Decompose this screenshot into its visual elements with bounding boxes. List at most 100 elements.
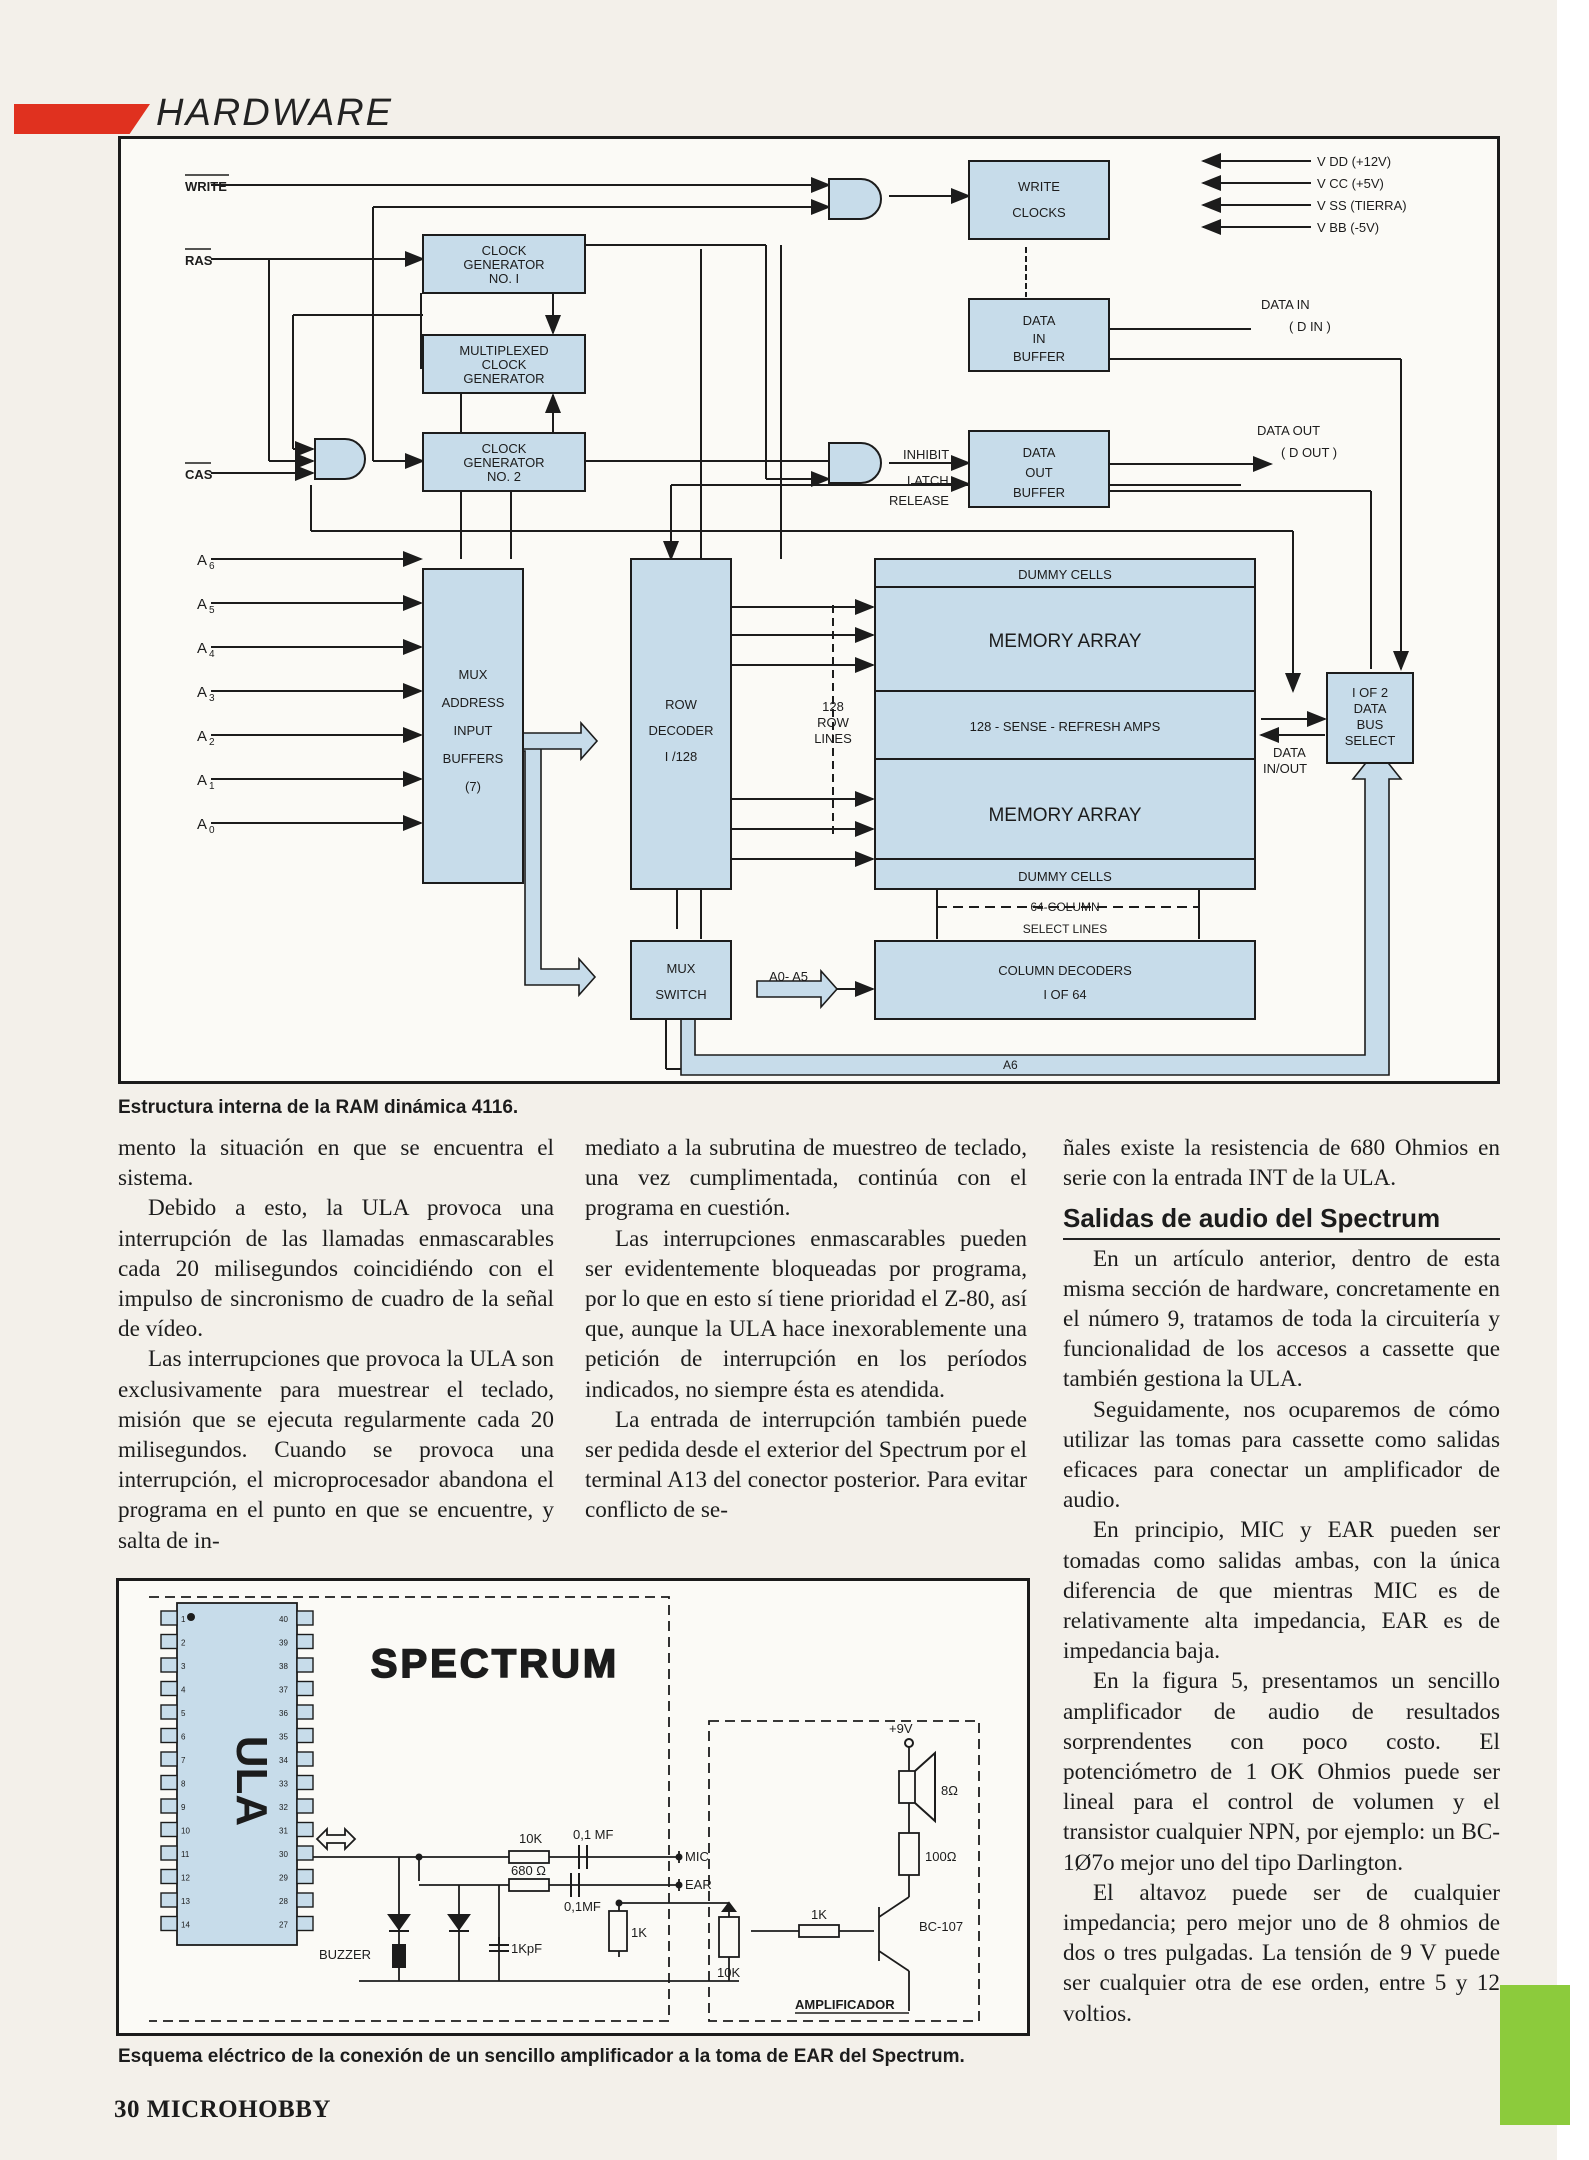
inhibit-and-gate: [828, 442, 882, 484]
bus-line3: BUS: [1357, 717, 1384, 732]
ula-pin: [160, 1633, 178, 1650]
ula-pin: [296, 1892, 314, 1908]
col1-paragraph: mento la situación en que se encuentra e…: [118, 1135, 554, 1192]
a0-a5-label: A0- A5: [769, 969, 808, 984]
memory-top-label: MEMORY ARRAY: [988, 631, 1141, 652]
sense-amps-label: 128 - SENSE - REFRESH AMPS: [970, 719, 1161, 734]
ula-pin-number: 29: [279, 1874, 288, 1883]
cas-signal-label: CAS: [185, 467, 213, 482]
address-a6-label: A: [197, 552, 207, 569]
wc-line2: CLOCKS: [1012, 205, 1066, 220]
mab-line4: BUFFERS: [443, 751, 504, 766]
cg1-line3: NO. I: [489, 271, 519, 286]
label-1kpf: 1KpF: [511, 1941, 542, 1956]
col3-intro: ñales existe la resistencia de 680 Ohmio…: [1063, 1135, 1500, 1192]
address-a0-label: A: [197, 816, 207, 833]
label-1k-b: 1K: [811, 1907, 827, 1922]
text-column-2: mediato a la subrutina de muestreo de te…: [585, 1133, 1027, 1526]
label-9v: +9V: [889, 1721, 913, 1736]
rd-line3: I /128: [665, 749, 698, 764]
address-a5-sub: 5: [209, 605, 215, 616]
bus-line2: DATA: [1354, 701, 1387, 716]
bus-line1: I OF 2: [1352, 685, 1388, 700]
address-a0-sub: 0: [209, 825, 215, 836]
ula-pin: [160, 1657, 178, 1673]
column-decoders-block: [874, 940, 1256, 1020]
dob-line2: OUT: [1025, 465, 1053, 480]
d-in-label: ( D IN ): [1289, 319, 1331, 334]
rl-line2: ROW: [817, 715, 850, 730]
page-number: 30: [114, 2096, 140, 2123]
label-8ohm: 8Ω: [941, 1783, 958, 1798]
clock-generator-2-block: [422, 432, 586, 492]
ula-pin: [296, 1915, 314, 1932]
ula-pin-number: 10: [181, 1827, 190, 1836]
ula-pin: [160, 1774, 178, 1791]
ula-pin: [296, 1751, 314, 1767]
ula-pin-number: 5: [181, 1709, 186, 1718]
label-c01b: 0,1MF: [564, 1899, 601, 1914]
power-vdd: V DD (+12V): [1317, 154, 1391, 169]
ula-pin: [296, 1727, 314, 1744]
ula-pin-number: 36: [279, 1709, 288, 1718]
write-and-gate: [828, 178, 882, 220]
ula-pin: [160, 1845, 178, 1861]
page-footer: 30 MICROHOBBY: [114, 2096, 331, 2124]
dob-line3: BUFFER: [1013, 485, 1065, 500]
ula-pin: [296, 1657, 314, 1673]
muxsw-line2: SWITCH: [655, 987, 706, 1002]
rl-line3: LINES: [814, 731, 852, 746]
col2-paragraph: mediato a la subrutina de muestreo de te…: [585, 1135, 1027, 1222]
power-vss: V SS (TIERRA): [1317, 198, 1407, 213]
ula-pin-number: 35: [279, 1733, 288, 1742]
ula-pin-number: 28: [279, 1897, 288, 1906]
ula-pin-number: 40: [279, 1615, 288, 1624]
label-buzzer: BUZZER: [319, 1947, 371, 1962]
cg2-line3: NO. 2: [487, 469, 521, 484]
cg2-line2: GENERATOR: [463, 455, 544, 470]
write-clocks-block: [968, 160, 1110, 240]
ula-pin: [160, 1727, 178, 1744]
col1-paragraph: Debido a esto, la ULA provoca una interr…: [118, 1195, 554, 1343]
ula-pin-number: 11: [181, 1850, 190, 1859]
resistor-1k-b: [798, 1924, 840, 1938]
ula-pin-number: 37: [279, 1686, 288, 1695]
rd-line1: ROW: [665, 697, 698, 712]
mux-switch-block: [630, 940, 732, 1020]
ula-pin: [296, 1798, 314, 1814]
address-a4-label: A: [197, 640, 207, 657]
bus-select-block: [1326, 672, 1414, 764]
dummy-bottom-label: DUMMY CELLS: [1018, 869, 1112, 884]
magazine-name: MICROHOBBY: [146, 2096, 331, 2123]
col3-paragraph: En principio, MIC y EAR pueden ser tomad…: [1063, 1517, 1500, 1665]
ula-pin-number: 30: [279, 1850, 288, 1859]
label-mic: MIC: [685, 1849, 709, 1864]
wc-line1: WRITE: [1018, 179, 1060, 194]
page-edge: [1557, 0, 1589, 2160]
resistor-680: [508, 1878, 550, 1892]
col3-paragraph: El altavoz puede ser de cualquier impeda…: [1063, 1879, 1500, 2027]
ula-pin-number: 32: [279, 1803, 288, 1812]
mab-line3: INPUT: [454, 723, 493, 738]
ula-pin-number: 6: [181, 1733, 186, 1742]
ula-pin: [296, 1610, 314, 1626]
ula-chip-label: ULA: [227, 1736, 276, 1826]
clock-generator-1-block: [422, 234, 586, 294]
memory-array-block: [874, 558, 1256, 890]
label-bc107: BC-107: [919, 1919, 963, 1934]
latch-label: LATCH: [907, 473, 949, 488]
power-vcc: V CC (+5V): [1317, 176, 1384, 191]
coldec-line2: I OF 64: [1043, 987, 1086, 1002]
figure2-caption: Esquema eléctrico de la conexión de un s…: [118, 2046, 965, 2067]
text-column-3: ñales existe la resistencia de 680 Ohmio…: [1063, 1133, 1500, 2029]
resistor-1k-a: [608, 1910, 628, 1952]
address-a1-sub: 1: [209, 781, 215, 792]
dib-line3: BUFFER: [1013, 349, 1065, 364]
ula-pin-number: 3: [181, 1662, 186, 1671]
dummy-top-label: DUMMY CELLS: [1018, 567, 1112, 582]
ula-pin-number: 1: [181, 1615, 186, 1624]
ula-pin-number: 14: [181, 1921, 190, 1930]
memory-bottom-label: MEMORY ARRAY: [988, 805, 1141, 826]
bus-line4: SELECT: [1345, 733, 1396, 748]
